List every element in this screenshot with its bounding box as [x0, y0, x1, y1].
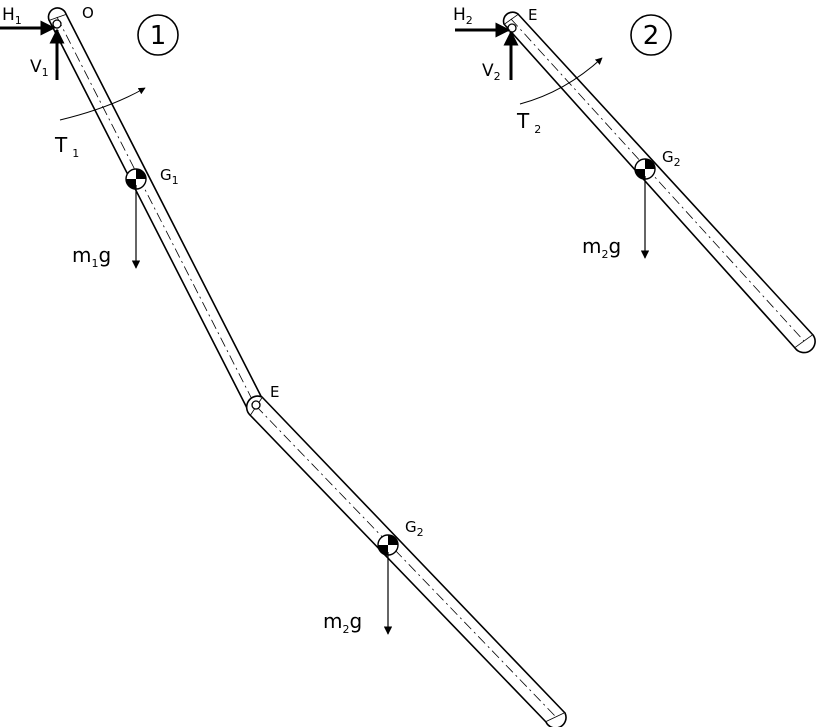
link-1-bar [47, 7, 267, 413]
t1-torque-arrow [59, 87, 146, 121]
v1-label: V1 [30, 57, 49, 79]
link-2-isolated-bar [502, 11, 816, 354]
link-2-bar [245, 395, 567, 727]
joint-e-icon [251, 400, 261, 410]
badge-1-label: 1 [150, 21, 167, 51]
g2-isolated-label: G2 [662, 148, 681, 169]
m1g-label: m1g [72, 243, 111, 270]
badge-1-circle [137, 14, 179, 56]
g1-label: G1 [160, 166, 179, 187]
m2g-label: m2g [323, 609, 362, 636]
m2g-isolated-label: m2g [582, 234, 621, 261]
link-1-centerline [56, 16, 258, 410]
badge-2-circle [630, 14, 672, 56]
pivot-e-label: E [528, 6, 537, 24]
g2-isolated-centroid-icon [634, 158, 656, 180]
v2-label: V2 [482, 61, 501, 83]
pivot-o-icon [52, 19, 62, 29]
h1-label: H1 [2, 5, 22, 27]
joint-e-label: E [270, 383, 279, 401]
t2-torque-arrow [519, 57, 603, 105]
link-2-isolated-centerline [510, 18, 805, 342]
pivot-e-icon [507, 23, 517, 33]
link-2-centerline [255, 405, 557, 718]
g2-label: G2 [405, 518, 424, 539]
badge-2-label: 2 [643, 21, 660, 51]
pivot-o-label: O [82, 4, 94, 22]
h2-label: H2 [453, 5, 473, 27]
